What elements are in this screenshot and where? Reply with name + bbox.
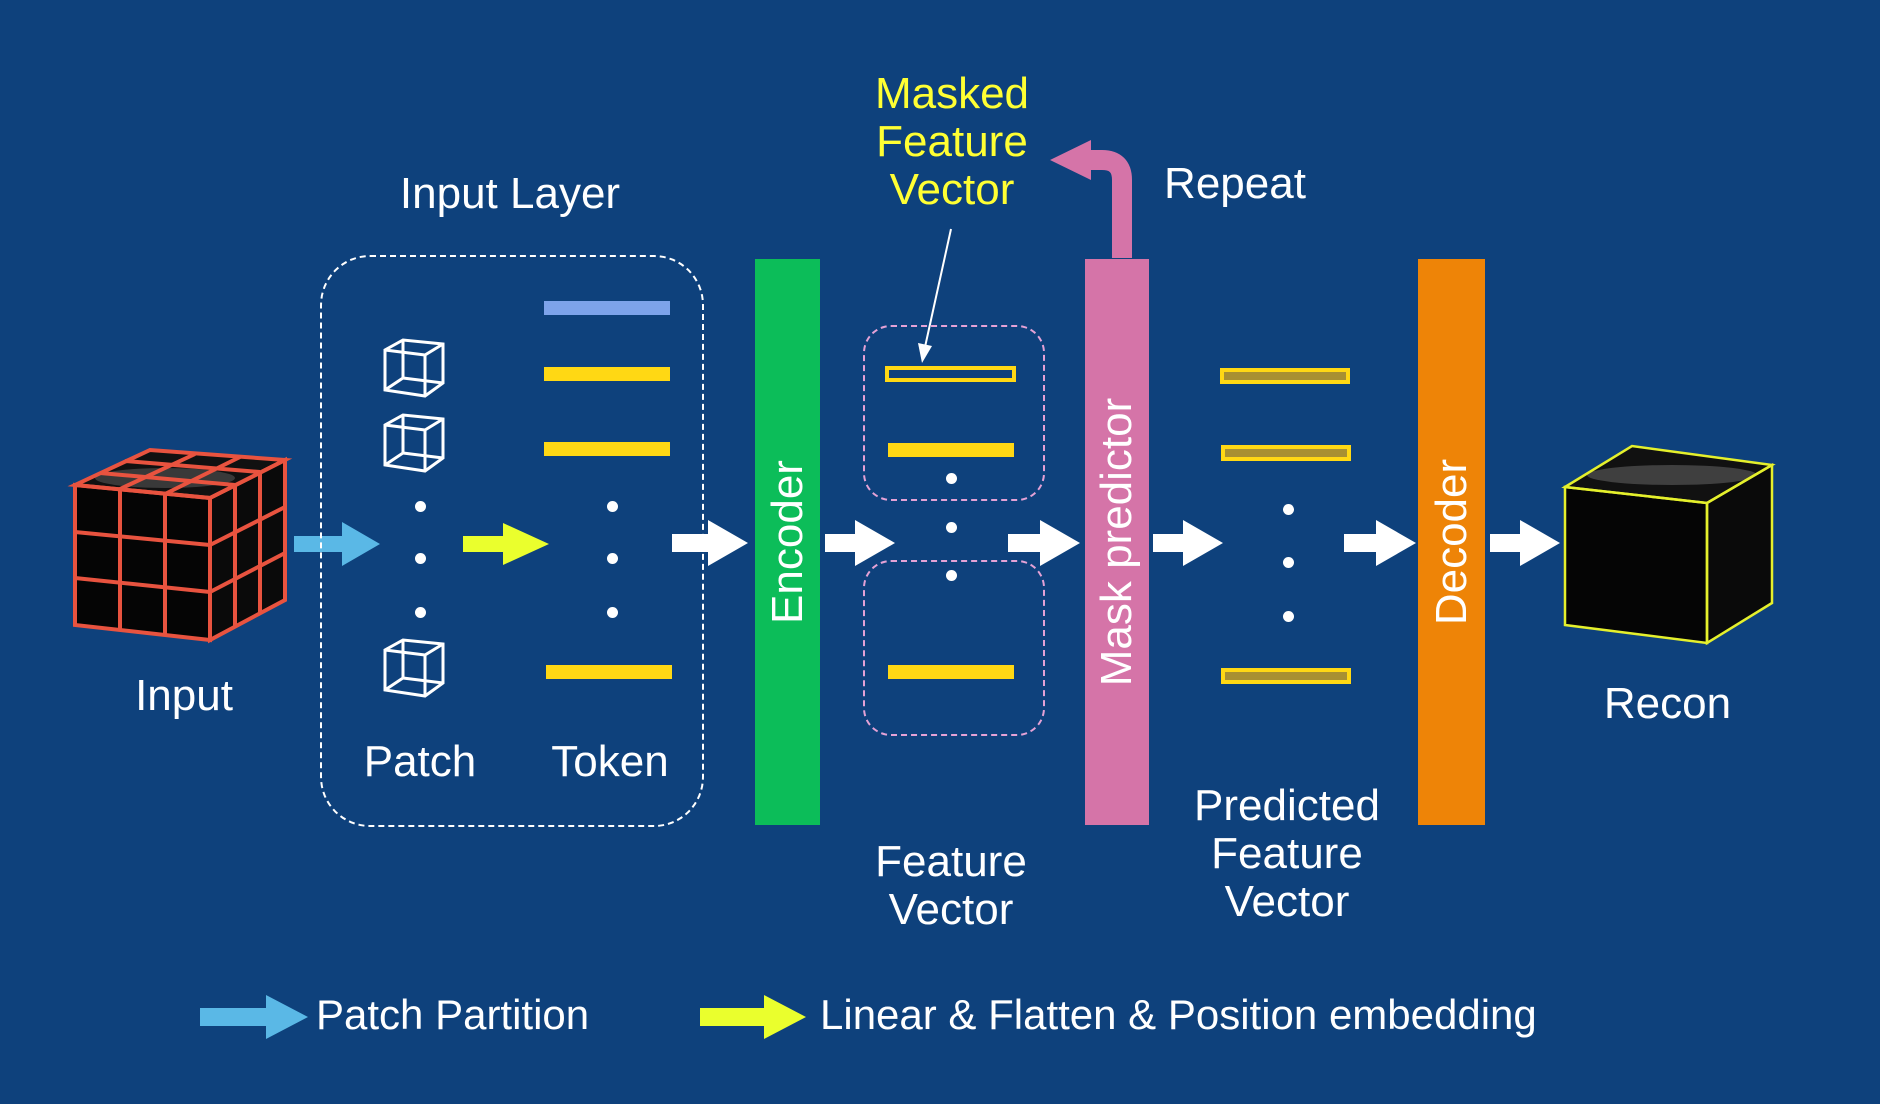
recon-label: Recon [1603, 679, 1732, 728]
token [544, 367, 670, 381]
decoder-label: Decoder [1426, 458, 1476, 626]
ellipsis-dot [415, 501, 426, 512]
repeat-label: Repeat [1164, 159, 1306, 208]
ellipsis-dot [607, 553, 618, 564]
predicted-label-line2: Feature [1211, 829, 1363, 878]
ellipsis-dot [607, 607, 618, 618]
feature-group-box [863, 560, 1045, 736]
ellipsis-dot [946, 570, 957, 581]
patch-cube-icon [383, 413, 445, 473]
decoder-block: Decoder [1418, 259, 1485, 825]
repeat-arrow-icon [1050, 140, 1132, 258]
predicted-token [1221, 445, 1351, 461]
ellipsis-dot [1283, 611, 1294, 622]
ellipsis-dot [1283, 504, 1294, 515]
ellipsis-dot [415, 553, 426, 564]
token [544, 442, 670, 456]
feature-group-box [863, 325, 1045, 501]
ellipsis-dot [415, 607, 426, 618]
input-cube-icon [67, 447, 293, 644]
encoder-block: Encoder [755, 259, 820, 825]
patch-cube-icon [383, 638, 445, 698]
feature-token [888, 443, 1014, 457]
legend-label-patch-partition: Patch Partition [316, 991, 590, 1038]
flow-arrow-icon [672, 520, 748, 566]
ellipsis-dot [946, 522, 957, 533]
predicted-token [1221, 668, 1351, 684]
flow-arrow-icon [1344, 520, 1416, 566]
blue-arrow-icon [200, 995, 308, 1039]
flow-arrow-icon [825, 520, 895, 566]
feature-vector-label-line2: Vector [888, 885, 1014, 934]
ellipsis-dot [607, 501, 618, 512]
mask-predictor-label: Mask predictor [1092, 397, 1141, 687]
flow-arrow-icon [1153, 520, 1223, 566]
patch-label: Patch [363, 737, 477, 786]
pointer-arrow-icon [918, 228, 952, 363]
recon-cube-icon [1561, 444, 1776, 646]
predicted-token [1220, 368, 1350, 384]
flow-arrow-icon [1490, 520, 1560, 566]
input-label: Input [135, 671, 233, 720]
input-layer-title: Input Layer [399, 169, 621, 218]
patch-cube-icon [383, 338, 445, 398]
token-class [544, 301, 670, 315]
embedding-arrow-icon [463, 523, 549, 565]
ellipsis-dot [1283, 557, 1294, 568]
legend: Patch Partition Linear & Flatten & Posit… [200, 991, 1620, 1055]
token [546, 665, 672, 679]
legend-label-embedding: Linear & Flatten & Position embedding [820, 991, 1537, 1038]
token-label: Token [551, 737, 669, 786]
masked-feature-label-line3: Vector [889, 165, 1015, 214]
masked-feature-label-line1: Masked [874, 69, 1030, 118]
ellipsis-dot [946, 473, 957, 484]
feature-token [888, 665, 1014, 679]
yellow-arrow-icon [700, 995, 806, 1039]
predicted-label-line3: Vector [1224, 877, 1350, 926]
patch-partition-arrow-icon [294, 522, 380, 566]
flow-arrow-icon [1008, 520, 1080, 566]
masked-token [885, 366, 1016, 382]
predicted-label-line1: Predicted [1194, 781, 1380, 830]
feature-vector-label-line1: Feature [875, 837, 1027, 886]
mask-predictor-block: Mask predictor [1085, 259, 1149, 825]
encoder-label: Encoder [762, 460, 812, 624]
masked-feature-label-line2: Feature [876, 117, 1028, 166]
